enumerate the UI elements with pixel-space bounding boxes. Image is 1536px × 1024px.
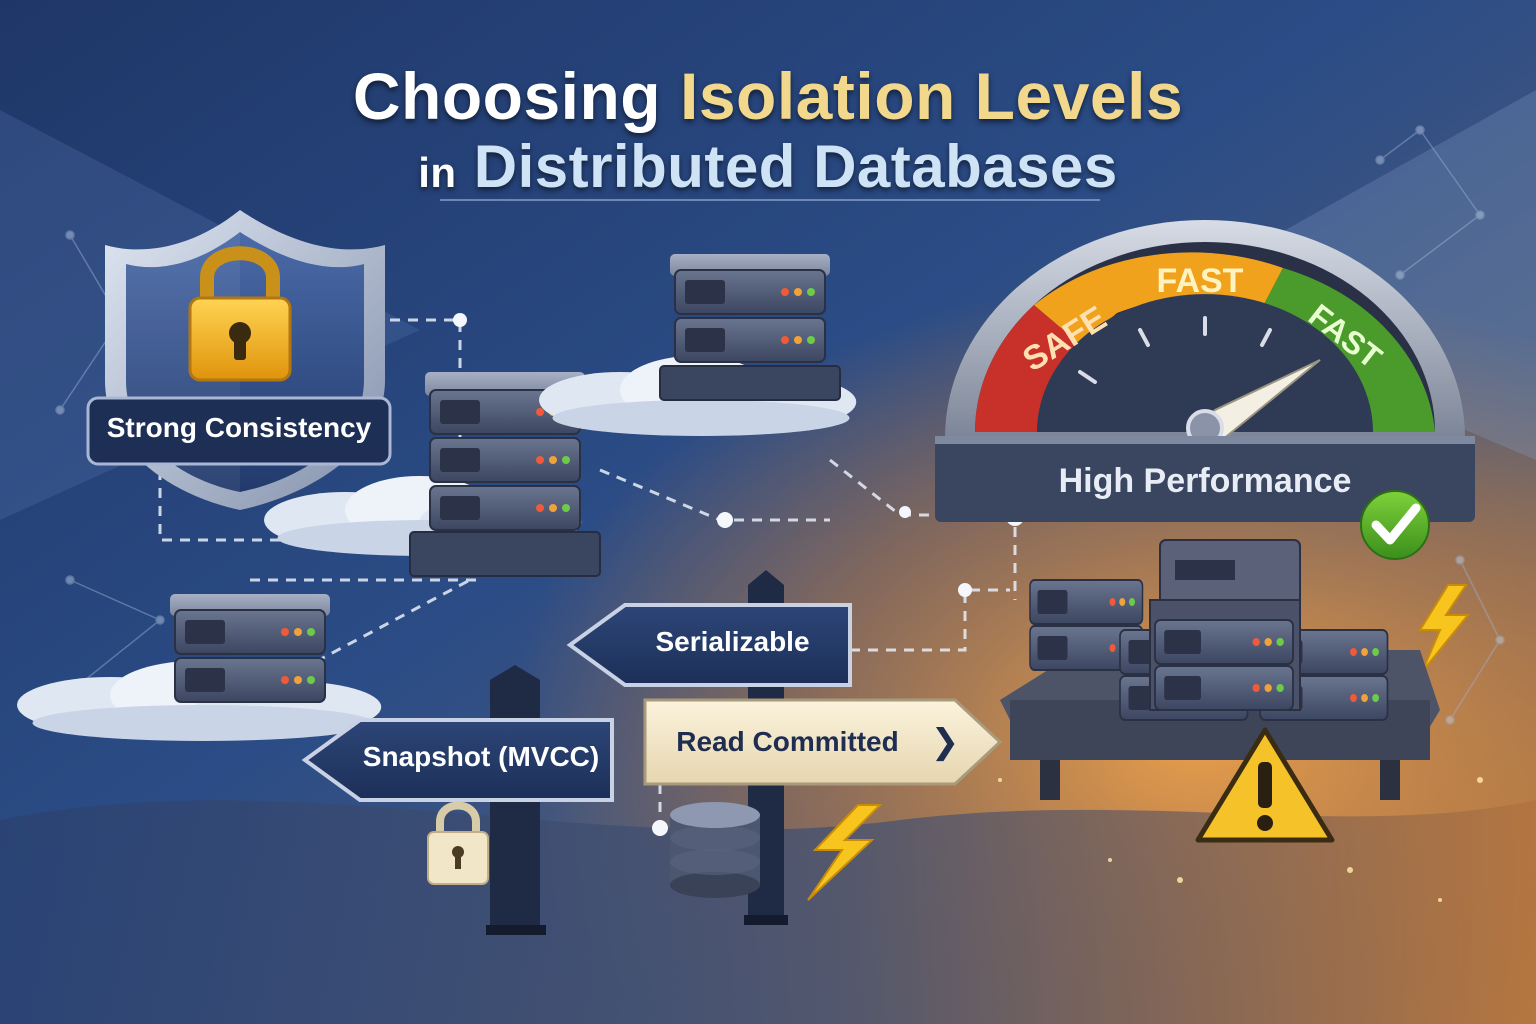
server-cluster-top [539, 254, 857, 436]
lightning-icon [807, 804, 883, 901]
page-title-line-2: in Distributed Databases [0, 132, 1536, 201]
read-committed-sign [643, 698, 1003, 786]
high-performance-label: High Performance [1058, 462, 1352, 500]
title-word-choosing: Choosing [352, 59, 662, 133]
gauge-segment-fast-1: FAST [1156, 262, 1244, 300]
small-padlock-icon [427, 801, 489, 885]
serializable-label: Serializable [655, 626, 810, 657]
strong-consistency-banner [86, 396, 392, 466]
serializable-sign [566, 603, 852, 687]
padlock-icon [188, 246, 292, 382]
snapshot-sign [301, 718, 614, 802]
checkmark-icon [1360, 490, 1430, 560]
speed-gauge [935, 220, 1475, 522]
strong-consistency-label: Strong Consistency [106, 412, 372, 443]
server-farm [1000, 539, 1440, 800]
read-committed-label: Read Committed [676, 726, 899, 757]
page-title-line-1: Choosing Isolation Levels [0, 58, 1536, 134]
warning-icon [1195, 727, 1335, 843]
signpost [301, 570, 1003, 935]
lightning-icon-right [1418, 584, 1471, 673]
chevron-right-icon: ❯ [930, 723, 960, 761]
title-word-distributed-databases: Distributed Databases [473, 133, 1118, 200]
title-word-isolation-levels: Isolation Levels [679, 59, 1184, 133]
snapshot-label: Snapshot (MVCC) [362, 741, 600, 772]
title-word-in: in [418, 149, 457, 196]
database-icon [670, 802, 760, 898]
server-cluster-left [17, 594, 382, 741]
